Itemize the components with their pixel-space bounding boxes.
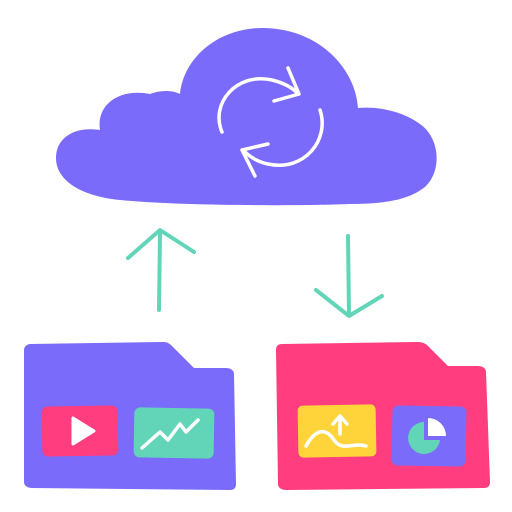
cloud-shape [56,28,437,206]
pie-chart-file [391,405,467,467]
right-folder [276,342,490,490]
arrow-down-icon [314,234,384,318]
right-folder-files [297,404,467,467]
pie-chart-icon [408,418,446,454]
video-file [41,405,119,457]
arrow-up-icon [126,228,196,312]
image-file [297,404,377,458]
line-chart-icon [140,418,200,450]
left-folder-files [41,405,215,459]
play-video-icon [71,416,96,446]
cloud [56,28,437,206]
chart-file [133,407,215,459]
sync-icon [217,66,324,178]
left-folder [24,342,236,490]
image-upload-icon [304,414,368,448]
